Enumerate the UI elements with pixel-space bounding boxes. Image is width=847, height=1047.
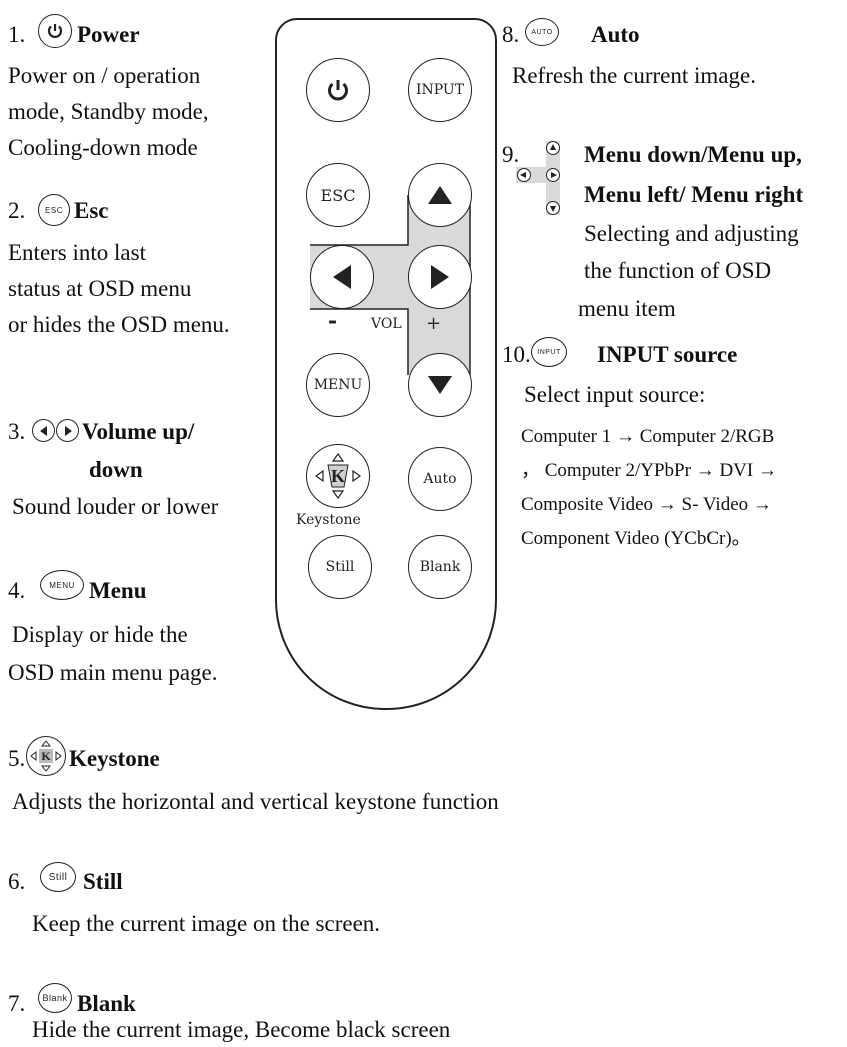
blank-item-number: 7. — [8, 991, 26, 1016]
esc-desc-1: Enters into last — [8, 240, 146, 265]
menu-desc-2: OSD main menu page. — [8, 660, 218, 685]
menu-nav-title-1: Menu down/Menu up, — [584, 142, 802, 167]
menu-nav-icon — [516, 141, 560, 215]
volume-title-2: down — [89, 457, 143, 482]
menu-nav-desc-2: the function of OSD — [584, 258, 772, 283]
still-title: Still — [83, 869, 123, 894]
menu-nav-title-2: Menu left/ Menu right — [584, 182, 804, 207]
input-source-line-4: Component Video (YCbCr)。 — [521, 528, 751, 549]
esc-desc-3: or hides the OSD menu. — [8, 312, 230, 337]
still-desc-1: Keep the current image on the screen. — [32, 911, 381, 936]
auto-icon: AUTO — [525, 18, 559, 46]
esc-desc-2: status at OSD menu — [8, 276, 192, 301]
input-source-line-3: Composite Video → S- Video → — [521, 494, 772, 515]
remote-blank-button[interactable]: Blank — [408, 535, 472, 599]
power-desc-3: Cooling-down mode — [8, 135, 198, 160]
input-title: INPUT source — [597, 342, 738, 367]
auto-desc-1: Refresh the current image. — [512, 63, 756, 88]
remote-auto-button[interactable]: Auto — [408, 447, 472, 511]
remote-power-button[interactable] — [306, 58, 370, 122]
menu-title: Menu — [89, 578, 147, 603]
volume-up-icon — [56, 419, 79, 442]
remote-menu-button[interactable]: MENU — [306, 353, 370, 417]
remote-keystone-button[interactable]: K — [306, 444, 370, 508]
blank-title: Blank — [77, 991, 136, 1016]
input-icon: INPUT — [531, 337, 567, 367]
remote-vol-plus-label: + — [426, 313, 442, 334]
menu-nav-desc-3: menu item — [578, 296, 676, 321]
remote-left-button[interactable] — [310, 245, 374, 309]
remote-keystone-label: Keystone — [296, 512, 361, 528]
menu-desc-1: Display or hide the — [12, 622, 188, 647]
power-item-number: 1. — [8, 22, 26, 47]
esc-icon: ESC — [38, 194, 70, 226]
input-item-number: 10. — [502, 342, 531, 367]
power-desc-1: Power on / operation — [8, 63, 201, 88]
remote-input-button[interactable]: INPUT — [408, 58, 472, 122]
keystone-icon: K — [26, 736, 66, 776]
menu-item-number: 4. — [8, 578, 26, 603]
volume-desc-1: Sound louder or lower — [12, 494, 219, 519]
esc-title: Esc — [74, 198, 109, 223]
volume-title-1: Volume up/ — [82, 419, 195, 444]
input-source-line-1: Computer 1 → Computer 2/RGB — [521, 426, 775, 447]
remote-vol-minus-label: - — [328, 308, 338, 334]
input-source-line-2: ， Computer 2/YPbPr → DVI → — [521, 460, 777, 481]
keystone-title: Keystone — [69, 746, 160, 771]
keystone-desc-1: Adjusts the horizontal and vertical keys… — [12, 789, 499, 814]
menu-icon: MENU — [40, 570, 84, 600]
menu-nav-item-number: 9. — [502, 142, 520, 167]
still-icon: Still — [40, 862, 76, 892]
power-desc-2: mode, Standby mode, — [8, 99, 209, 124]
still-item-number: 6. — [8, 869, 26, 894]
remote-up-button[interactable] — [408, 163, 472, 227]
auto-title: Auto — [591, 22, 640, 47]
remote-esc-button[interactable]: ESC — [306, 163, 370, 227]
remote-down-button[interactable] — [408, 353, 472, 417]
blank-desc-1: Hide the current image, Become black scr… — [32, 1017, 451, 1042]
remote-vol-label: VOL — [371, 316, 402, 332]
input-desc-1: Select input source: — [524, 382, 706, 407]
remote-right-button[interactable] — [408, 245, 472, 309]
esc-item-number: 2. — [8, 198, 26, 223]
auto-item-number: 8. — [502, 22, 520, 47]
menu-nav-desc-1: Selecting and adjusting — [584, 221, 799, 246]
power-icon — [38, 14, 72, 48]
blank-icon: Blank — [38, 983, 72, 1013]
volume-item-number: 3. — [8, 419, 26, 444]
volume-down-icon — [32, 419, 55, 442]
keystone-item-number: 5. — [8, 746, 26, 771]
power-title: Power — [77, 22, 140, 47]
remote-still-button[interactable]: Still — [308, 535, 372, 599]
